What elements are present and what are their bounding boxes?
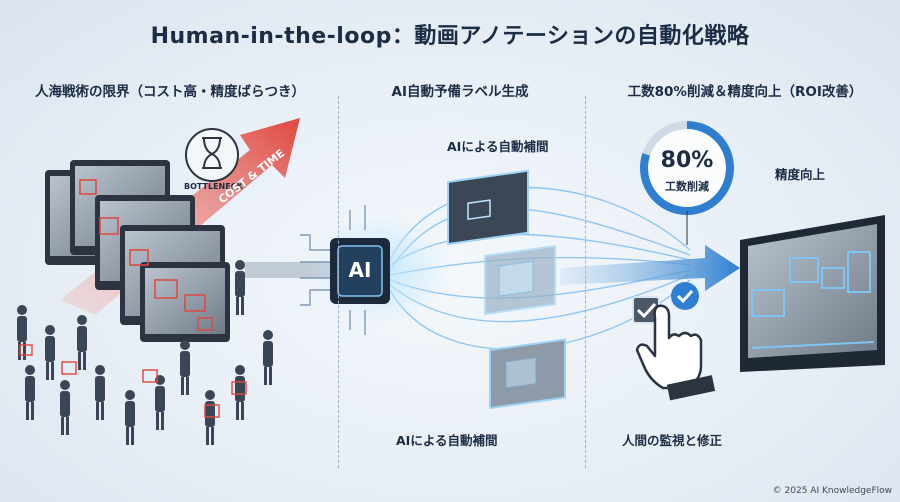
- section-heading-middle: AI自動予備ラベル生成: [391, 84, 529, 100]
- hourglass-icon: [185, 128, 239, 182]
- circuit-traces: [300, 205, 366, 335]
- workload-reduction-gauge: [640, 121, 734, 245]
- annotator-crowd: [17, 260, 273, 445]
- bottleneck-label: BOTTLENECK: [184, 182, 243, 191]
- ai-frames: [447, 169, 566, 410]
- copyright-text: © 2025 AI KnowledgeFlow: [772, 486, 892, 496]
- gauge-label: 工数削減: [665, 180, 709, 193]
- section-heading-right: 工数80%削減＆精度向上（ROI改善）: [627, 84, 863, 100]
- ai-chip-label: AI: [348, 258, 372, 282]
- ai-chip-icon: [330, 238, 390, 304]
- section-heading-left: 人海戦術の限界（コスト高・精度ばらつき）: [35, 84, 305, 100]
- page-title: Human-in-the-loop：動画アノテーションの自動化戦略: [150, 24, 750, 49]
- check-circle-icon: [671, 282, 699, 310]
- accuracy-label: 精度向上: [775, 167, 826, 182]
- result-monitor: [740, 215, 885, 372]
- gauge-value: 80%: [660, 148, 714, 173]
- manual-video-frames: [45, 160, 230, 342]
- ai-interpolation-caption-bottom: AIによる自動補間: [396, 433, 498, 448]
- divider-right: [585, 96, 586, 468]
- divider-left: [338, 96, 339, 468]
- pointing-hand-icon: [635, 304, 716, 401]
- ai-interpolation-caption-top: AIによる自動補間: [447, 139, 549, 154]
- human-review-label: 人間の監視と修正: [622, 433, 723, 448]
- flow-arrow-right: [560, 245, 740, 291]
